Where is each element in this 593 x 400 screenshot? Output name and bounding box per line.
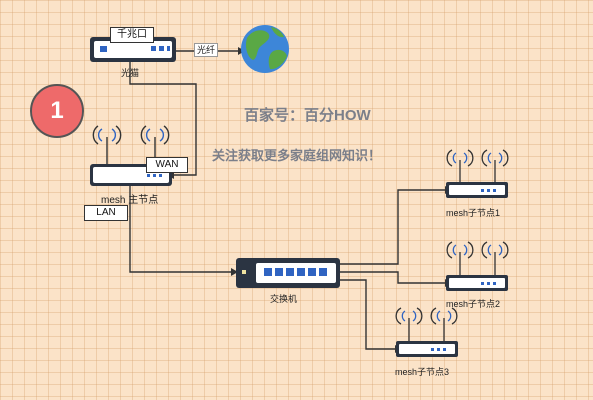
- watermark-line2: 关注获取更多家庭组网知识！: [212, 148, 382, 163]
- fiber-label: 光纤: [194, 43, 219, 57]
- lan-label: LAN: [84, 205, 128, 221]
- modem-device: [90, 37, 176, 62]
- subnode3-label: mesh子节点3: [395, 367, 450, 377]
- switch-arrowhead: [231, 268, 238, 276]
- main-node-label: mesh 主节点: [101, 195, 159, 206]
- subnode1-label: mesh子节点1: [446, 208, 501, 218]
- subnode3-antennas: [395, 307, 458, 341]
- subnode3-device: [396, 341, 458, 357]
- subnode1-antennas: [446, 149, 509, 182]
- watermark-line1: 百家号：百分HOW: [244, 107, 371, 124]
- switch-to-subnode2-line: [340, 271, 446, 284]
- main-node-to-switch-line: [129, 186, 232, 273]
- subnode2-antennas: [446, 241, 509, 275]
- modem-to-main-node-line: [129, 62, 197, 176]
- wan-label: WAN: [146, 157, 188, 173]
- switch-to-subnode3-line: [340, 279, 396, 350]
- switch-device: [236, 258, 340, 288]
- switch-to-subnode1-line: [340, 189, 446, 265]
- switch-label: 交换机: [270, 294, 298, 304]
- step-number-badge: 1: [30, 84, 84, 138]
- modem-label: 光猫: [121, 68, 140, 78]
- globe-icon: [241, 25, 289, 73]
- subnode2-label: mesh子节点2: [446, 299, 501, 309]
- subnode1-device: [446, 182, 508, 198]
- main-node-antennas: [92, 125, 170, 165]
- modem-port-label: 千兆口: [110, 27, 154, 43]
- subnode2-device: [446, 275, 508, 291]
